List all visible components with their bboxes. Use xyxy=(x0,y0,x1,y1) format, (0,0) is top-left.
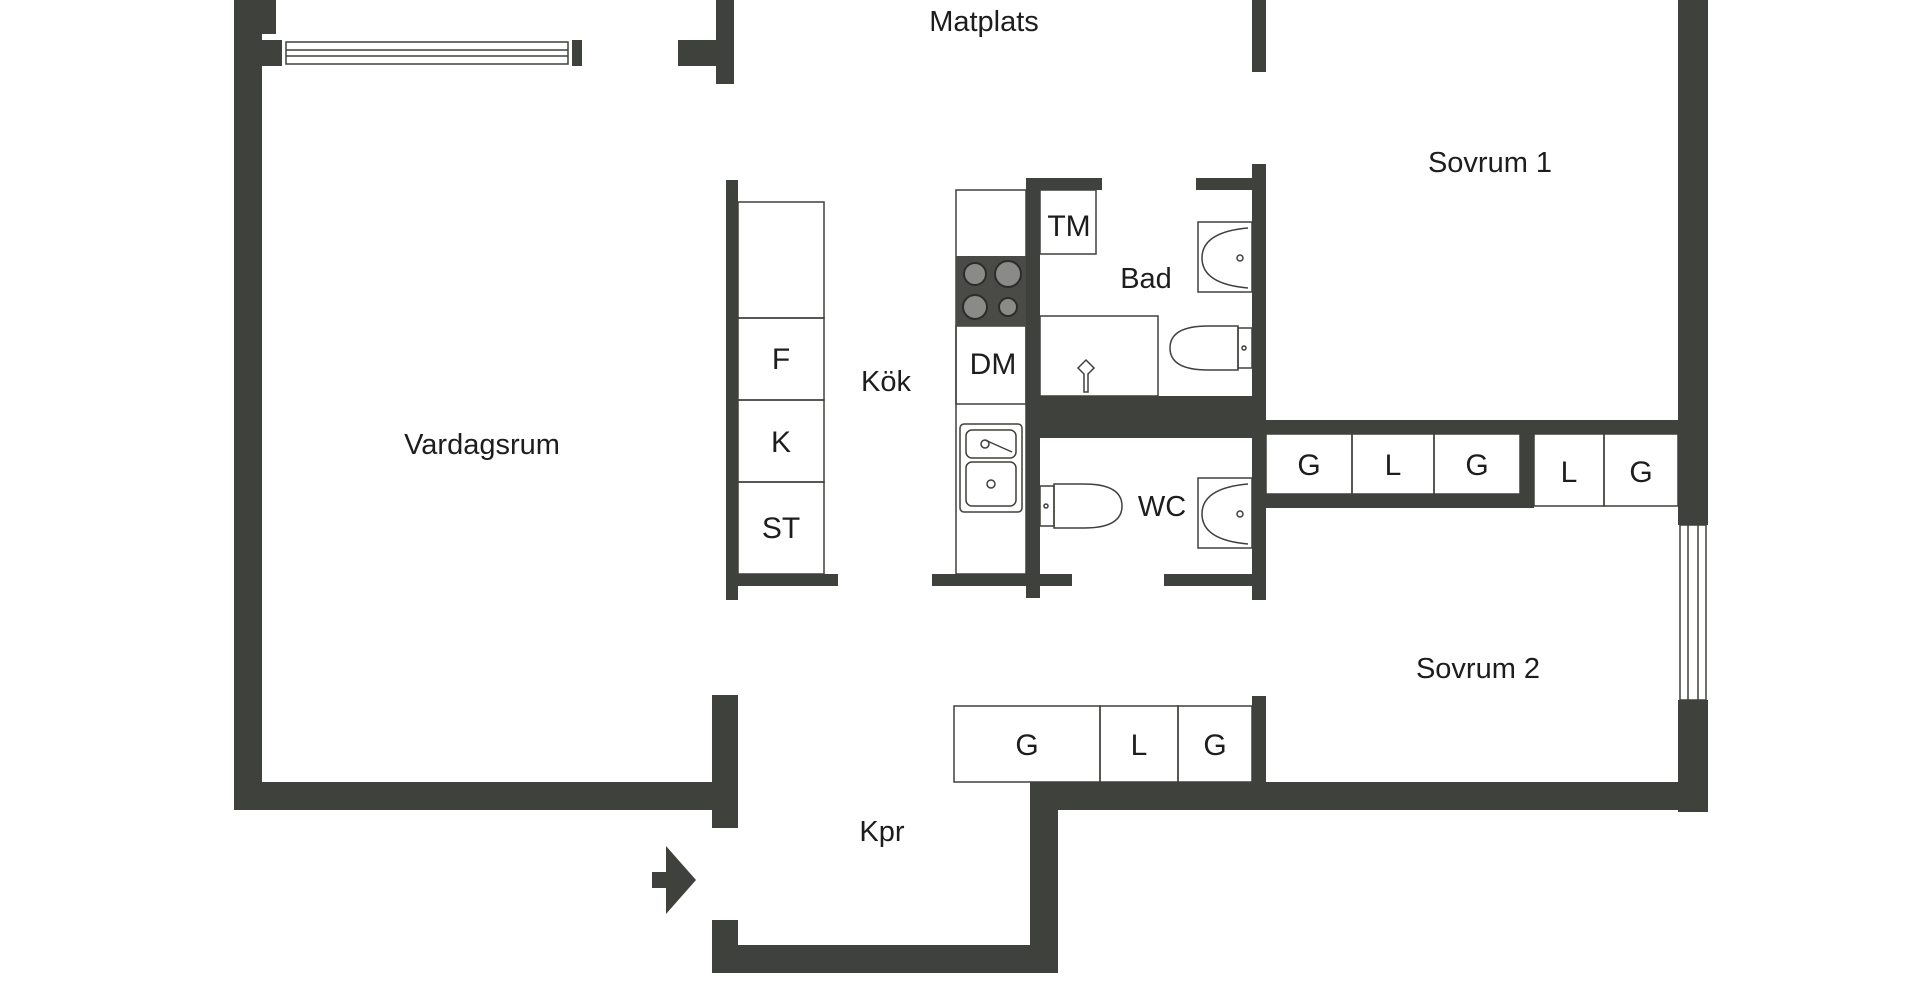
kitchen-cabinets-left xyxy=(737,201,825,575)
wall-bath-top-right xyxy=(1196,178,1264,190)
wall-kpr-bottom xyxy=(712,945,1058,973)
wall-bedroom-divider xyxy=(1264,494,1528,508)
room-label-kpr: Kpr xyxy=(859,816,904,848)
wall-window-post-left xyxy=(262,40,282,66)
room-label-matplats: Matplats xyxy=(929,6,1039,38)
wardrobe-label: L xyxy=(1131,729,1148,762)
wall-wc-bottom xyxy=(1164,574,1264,586)
wardrobe-label: L xyxy=(1385,449,1402,482)
room-label-kok: Kök xyxy=(861,366,911,398)
wall-bath-right xyxy=(1252,164,1266,600)
wall-kpr-right xyxy=(1030,782,1058,972)
washer-box xyxy=(1039,189,1097,255)
wall-bottom-living xyxy=(234,782,738,810)
wall-top-left-stub xyxy=(234,0,276,34)
washbasin-icon xyxy=(1197,477,1253,549)
wall-bottom-bedroom xyxy=(1030,782,1708,810)
wall-kitchen-bottom-right xyxy=(932,574,1072,586)
wardrobe-cell xyxy=(1433,433,1521,495)
wall-kpr-bottom-left xyxy=(712,920,738,973)
wall-bath-top-left xyxy=(1026,178,1102,190)
wardrobe-label: G xyxy=(1465,449,1488,482)
wardrobe-cell xyxy=(1177,705,1253,783)
fixture-label-st: ST xyxy=(762,512,800,545)
cabinet-upper xyxy=(737,201,825,319)
room-label-sovrum-2: Sovrum 2 xyxy=(1416,653,1540,685)
wardrobe-row-2 xyxy=(1533,433,1679,507)
wall-bath-wc-divider xyxy=(1026,396,1266,438)
wardrobe-label: G xyxy=(1015,729,1038,762)
stovetop-icon xyxy=(956,256,1026,326)
fixture-label-dm: DM xyxy=(970,348,1017,381)
room-label-sovrum-1: Sovrum 1 xyxy=(1428,147,1552,179)
room-label-vardagsrum: Vardagsrum xyxy=(404,429,560,461)
wardrobe-row-1 xyxy=(1265,433,1521,495)
window-icon xyxy=(285,41,569,65)
wardrobe-cell xyxy=(1603,433,1679,507)
room-label-wc: WC xyxy=(1138,491,1186,523)
wall-bedroom2-left xyxy=(1252,696,1266,796)
sink-icon xyxy=(959,423,1023,513)
walls xyxy=(234,0,1708,973)
washbasin-icon xyxy=(1197,221,1253,293)
wall-right-upper xyxy=(1678,0,1708,525)
window-icon xyxy=(1679,524,1707,701)
room-label-bad: Bad xyxy=(1120,263,1172,295)
wall-kpr-left xyxy=(712,695,738,810)
fixture-label-tm: TM xyxy=(1047,210,1090,243)
wall-kitchen-left xyxy=(726,180,738,600)
wall-left xyxy=(234,0,262,810)
storage-box xyxy=(737,481,825,575)
wardrobe-label: L xyxy=(1561,456,1578,489)
wall-wardrobe-post xyxy=(1520,420,1534,508)
entrance-arrow-icon xyxy=(652,846,696,914)
toilet-icon xyxy=(1039,483,1123,529)
wall-kitchen-bottom-left xyxy=(726,574,838,586)
wall-matplats-left xyxy=(716,0,734,84)
wall-window-post-right xyxy=(572,40,582,66)
wardrobe-label: G xyxy=(1297,449,1320,482)
wardrobe-label: G xyxy=(1629,456,1652,489)
wall-bedroom-top-strip xyxy=(1264,420,1678,434)
wall-bath-left xyxy=(1026,180,1040,598)
fixture-label-f: F xyxy=(772,343,790,376)
wardrobe-label: G xyxy=(1203,729,1226,762)
wardrobe-row-3 xyxy=(953,705,1253,783)
fixture-label-k: K xyxy=(771,426,791,459)
kitchen-counter-right xyxy=(955,189,1027,575)
toilet-icon xyxy=(1169,325,1253,371)
bathtub-fixture-icon xyxy=(1039,315,1159,397)
wall-matplats-right xyxy=(1252,0,1266,72)
